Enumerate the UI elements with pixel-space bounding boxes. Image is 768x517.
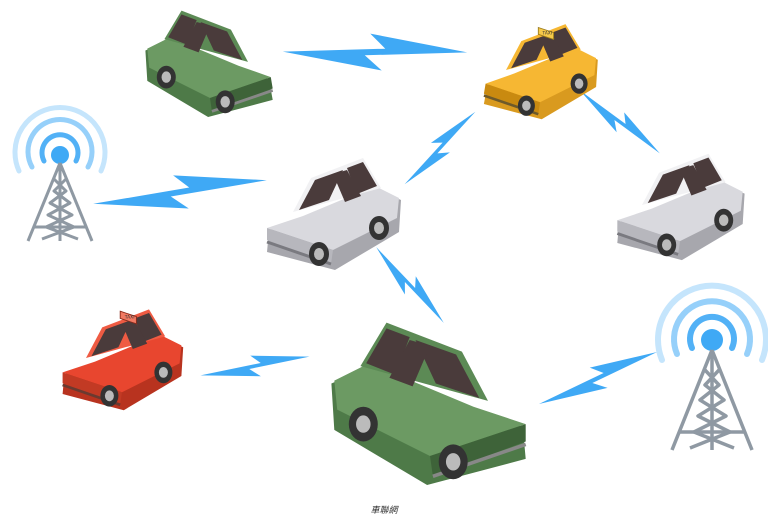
lightning-bolt-icon xyxy=(538,352,658,404)
lightning-bolt-icon xyxy=(282,33,468,71)
car-icon xyxy=(266,158,401,270)
taxi-sign-label: TAXI xyxy=(124,314,135,320)
taxi-icon: TAXI xyxy=(62,309,184,411)
signal-wave-icon xyxy=(12,105,108,174)
car-icon xyxy=(616,153,745,261)
lightning-bolt-icon xyxy=(200,355,310,377)
taxi-icon: TAXI xyxy=(483,24,598,120)
lightning-bolt-icon xyxy=(376,247,444,323)
cell-tower-icon xyxy=(12,105,108,242)
caption: 車聯網 xyxy=(370,506,398,516)
lightning-bolt-icon xyxy=(404,111,476,185)
car-icon xyxy=(145,10,274,117)
car-icon xyxy=(331,322,527,485)
lightning-bolt-icon xyxy=(580,90,660,154)
lightning-bolt-icon xyxy=(93,175,267,209)
signal-wave-icon xyxy=(655,282,768,363)
taxi-sign-label: TAXI xyxy=(542,30,552,36)
cell-tower-icon xyxy=(655,282,768,451)
